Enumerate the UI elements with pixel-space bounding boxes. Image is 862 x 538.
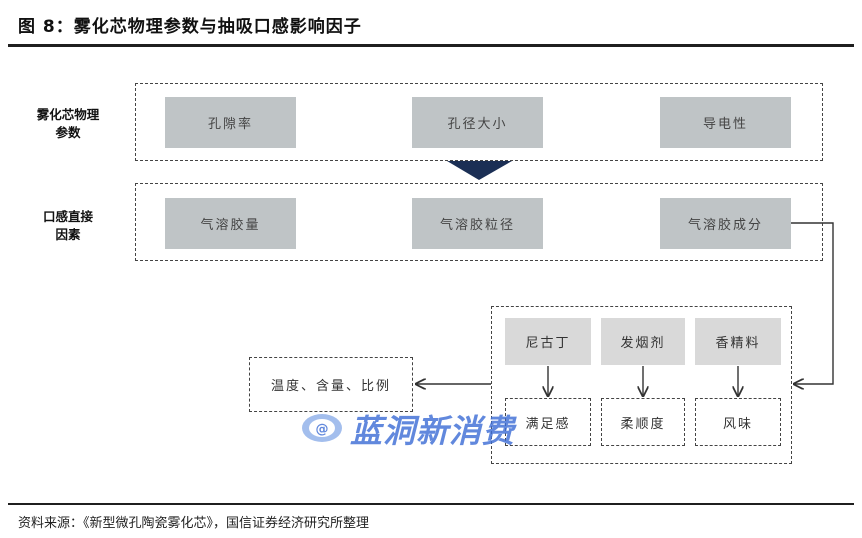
components-group xyxy=(491,306,792,464)
figure-source: 资料来源：《新型微孔陶瓷雾化芯》，国信证券经济研究所整理 xyxy=(18,516,370,531)
comp-box-aerosol-former: 发烟剂 xyxy=(601,318,685,365)
composition-to-components-connector xyxy=(791,222,834,384)
feel-box-flavor: 风味 xyxy=(695,398,781,446)
bottom-rule xyxy=(8,503,854,505)
physical-params-label: 雾化芯物理参数 xyxy=(36,107,100,140)
chat-bubble-logo-icon: @ xyxy=(302,414,342,442)
feel-box-satisfaction: 满足感 xyxy=(505,398,591,446)
svg-text:@: @ xyxy=(316,422,329,437)
feel-box-smoothness: 柔顺度 xyxy=(601,398,685,446)
direct-factors-group xyxy=(135,183,823,261)
param-box-conductivity: 导电性 xyxy=(660,97,791,148)
figure-title: 图 8：雾化芯物理参数与抽吸口感影响因子 xyxy=(18,17,362,37)
down-arrow-icon xyxy=(447,161,512,180)
factor-box-aerosol-composition: 气溶胶成分 xyxy=(660,198,791,249)
comp-box-flavoring: 香精料 xyxy=(695,318,781,365)
param-box-porosity: 孔隙率 xyxy=(165,97,296,148)
direct-factors-label: 口感直接因素 xyxy=(42,209,93,242)
factor-box-aerosol-amount: 气溶胶量 xyxy=(165,198,296,249)
top-rule xyxy=(8,44,854,47)
info-box-temperature-content-ratio: 温度、含量、比例 xyxy=(249,357,413,412)
physical-params-group xyxy=(135,83,823,161)
watermark: @ 蓝洞新消费 xyxy=(300,406,515,452)
watermark-text: 蓝洞新消费 xyxy=(350,412,516,450)
param-box-pore-size: 孔径大小 xyxy=(412,97,543,148)
factor-box-aerosol-particle-size: 气溶胶粒径 xyxy=(412,198,543,249)
comp-box-nicotine: 尼古丁 xyxy=(505,318,591,365)
